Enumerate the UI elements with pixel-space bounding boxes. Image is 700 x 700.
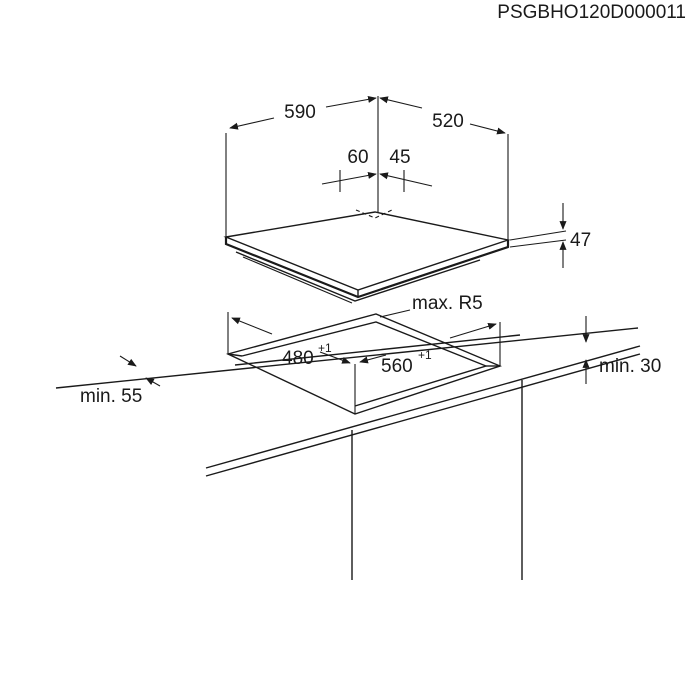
worktop-front-edge: [205, 345, 641, 469]
dim-line-480: [231, 317, 273, 335]
dim-line-min55: [119, 355, 137, 367]
label-max-r5: max. R5: [412, 293, 483, 314]
hob-top-plate: [223, 211, 511, 291]
dim-line-60: [321, 171, 377, 185]
label-cutout-560-tol: +1: [418, 348, 432, 362]
dim-line-520: [379, 96, 423, 109]
label-width-590: 590: [284, 102, 316, 123]
label-depth-520: 520: [432, 111, 464, 132]
dim-line-590: [229, 117, 275, 130]
label-min-55: min. 55: [80, 386, 142, 407]
label-cutout-480: 480: [282, 348, 314, 369]
dim-line-560: [359, 354, 387, 364]
cutout-outer: [225, 313, 502, 415]
worktop-drawing: [55, 309, 641, 580]
label-cutout-560: 560: [381, 356, 413, 377]
label-min-30: min. 30: [599, 356, 661, 377]
hob-plate-edge: [224, 237, 510, 299]
label-height-47: 47: [570, 230, 591, 251]
label-cutout-480-tol: +1: [318, 341, 332, 355]
label-offset-60: 60: [347, 147, 368, 168]
hob-drawing: [223, 95, 567, 304]
leader-r5: [379, 309, 411, 318]
document-code: PSGBHO120D000011: [497, 2, 686, 23]
hob-body-underside: [235, 251, 481, 302]
label-offset-45: 45: [389, 147, 410, 168]
dim-line-45: [379, 172, 433, 187]
